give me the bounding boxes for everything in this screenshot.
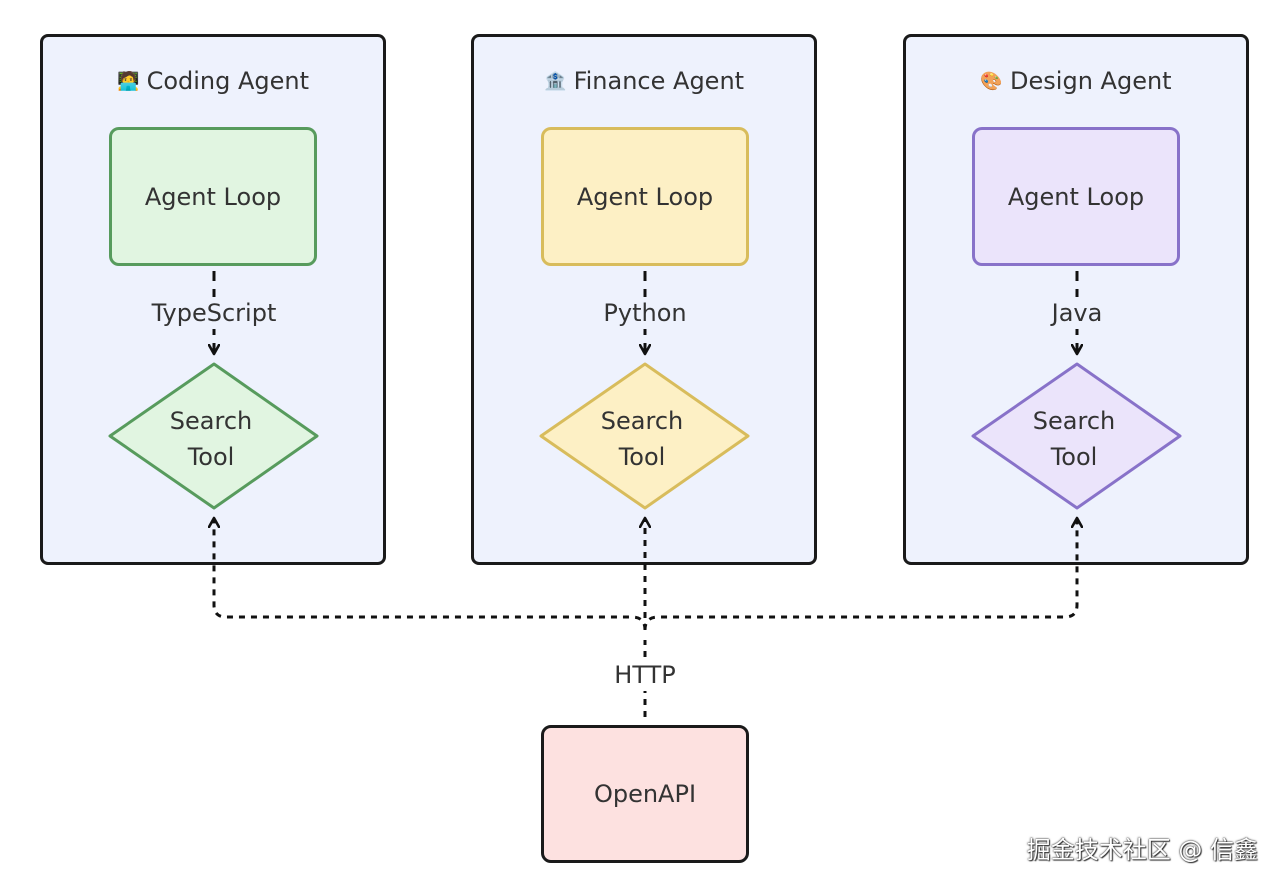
openapi-node: OpenAPI bbox=[541, 725, 749, 863]
coding-agent-title-text: Coding Agent bbox=[146, 67, 310, 95]
design-search-tool-label: Search Tool bbox=[974, 403, 1174, 475]
coding-language-label: TypeScript bbox=[114, 297, 314, 329]
bank-icon: 🏦 bbox=[543, 71, 567, 92]
finance-search-tool-label: Search Tool bbox=[542, 403, 742, 475]
coding-search-tool-label-line1: Search bbox=[169, 407, 253, 435]
technologist-icon: 🧑‍💻 bbox=[116, 71, 140, 92]
finance-agent-loop-label: Agent Loop bbox=[576, 182, 714, 211]
finance-search-tool-node bbox=[539, 362, 750, 510]
design-agent-loop-node: Agent Loop bbox=[972, 127, 1180, 266]
design-agent-title: 🎨 Design Agent bbox=[903, 64, 1249, 99]
finance-language-label: Python bbox=[545, 297, 745, 329]
coding-search-tool-label-line2: Tool bbox=[187, 443, 235, 471]
finance-search-tool-label-line2: Tool bbox=[618, 443, 666, 471]
finance-search-tool-label-line1: Search bbox=[600, 407, 684, 435]
coding-search-tool-node bbox=[108, 362, 319, 510]
finance-agent-title-text: Finance Agent bbox=[573, 67, 745, 95]
design-search-tool-label-line2: Tool bbox=[1050, 443, 1098, 471]
palette-icon: 🎨 bbox=[980, 71, 1003, 92]
coding-agent-loop-label: Agent Loop bbox=[144, 182, 282, 211]
http-edge-to-design bbox=[643, 518, 1077, 631]
watermark: 掘金技术社区 @ 信鑫 bbox=[1026, 836, 1258, 864]
http-edge-to-coding bbox=[214, 518, 647, 631]
design-search-tool-node bbox=[971, 362, 1182, 510]
design-agent-loop-label: Agent Loop bbox=[1007, 182, 1145, 211]
http-edge-label: HTTP bbox=[595, 659, 695, 691]
coding-agent-title: 🧑‍💻 Coding Agent bbox=[40, 64, 386, 99]
finance-agent-title: 🏦 Finance Agent bbox=[471, 64, 817, 99]
coding-agent-loop-node: Agent Loop bbox=[109, 127, 317, 266]
design-agent-title-text: Design Agent bbox=[1010, 67, 1172, 95]
openapi-label: OpenAPI bbox=[593, 780, 697, 808]
coding-search-tool-label: Search Tool bbox=[111, 403, 311, 475]
design-search-tool-label-line1: Search bbox=[1032, 407, 1116, 435]
design-language-label: Java bbox=[977, 297, 1177, 329]
finance-agent-loop-node: Agent Loop bbox=[541, 127, 749, 266]
